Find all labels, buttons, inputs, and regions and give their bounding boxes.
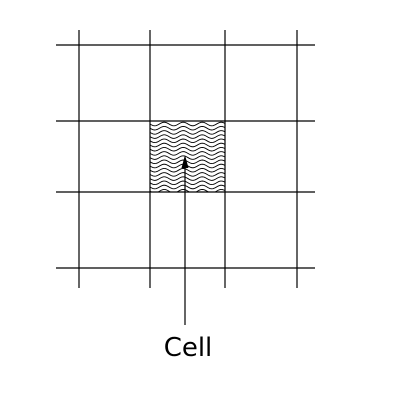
hatch-wave-line	[150, 184, 225, 190]
hatch-wave-line	[150, 155, 225, 160]
hatch-wave-line	[150, 159, 225, 165]
hatch-wave-line	[150, 134, 225, 139]
callout-pointer	[181, 155, 189, 325]
hatch-wave-line	[150, 167, 225, 173]
hatch-wave-line	[150, 142, 225, 148]
hatch-wave-line	[150, 125, 225, 131]
hatch-wave-line	[150, 176, 225, 181]
callout-arrowhead	[181, 155, 189, 168]
hatch-wave-line	[150, 146, 225, 152]
callout-label: Cell	[163, 333, 213, 363]
wavy-hatch-pattern	[150, 121, 225, 192]
hatch-wave-line	[150, 172, 225, 177]
hatch-wave-line	[150, 121, 225, 127]
hatch-wave-line	[150, 130, 225, 135]
highlighted-cell	[150, 121, 225, 192]
hatch-wave-line	[150, 138, 225, 144]
hatch-wave-line	[150, 188, 225, 192]
hatch-wave-line	[150, 151, 225, 156]
hatch-wave-line	[150, 180, 225, 186]
